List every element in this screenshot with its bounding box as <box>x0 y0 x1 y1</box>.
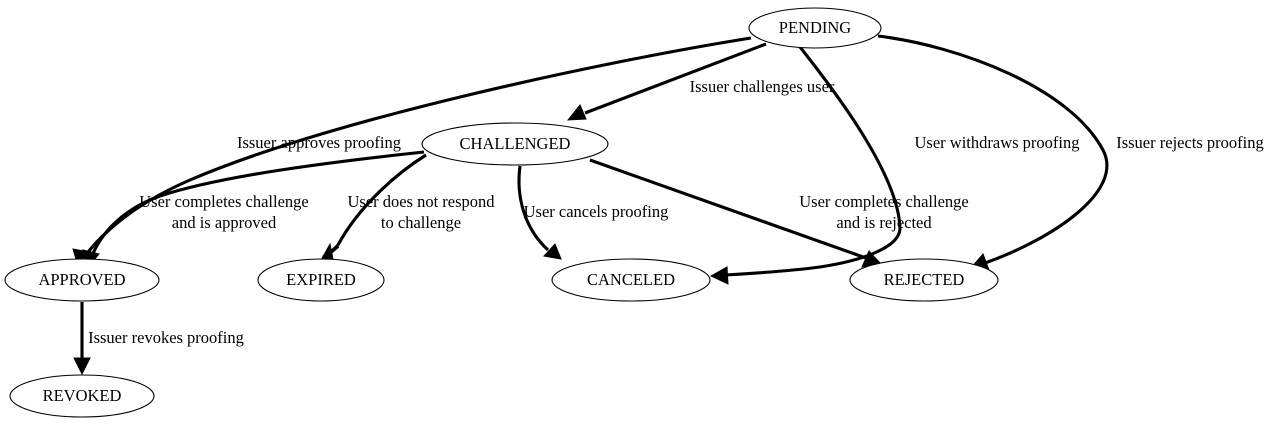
edge-pending-canceled-arrowhead <box>709 266 729 285</box>
edge-pending-challenged <box>566 42 767 121</box>
edge-label-line-2: and is approved <box>172 213 277 232</box>
edge-challenged-approved-path <box>90 150 425 257</box>
edge-challenged-expired <box>319 153 427 263</box>
node-canceled-ellipse[interactable] <box>551 258 711 302</box>
edge-approved-revoked-arrowhead <box>73 357 91 376</box>
node-approved[interactable]: APPROVED <box>4 258 160 302</box>
edge-pending-rejected-path <box>877 34 1109 265</box>
edge-label-user-does-not-respond: User does not respond to challenge <box>347 192 495 232</box>
node-approved-label: APPROVED <box>38 270 125 289</box>
edge-label-line-1: User completes challenge <box>139 192 309 211</box>
node-expired-ellipse[interactable] <box>257 258 385 302</box>
edge-label-line-1: User completes challenge <box>799 192 969 211</box>
node-approved-ellipse[interactable] <box>4 258 160 302</box>
edge-pending-canceled-path <box>724 46 902 277</box>
node-challenged[interactable]: CHALLENGED <box>421 122 609 166</box>
node-pending[interactable]: PENDING <box>748 7 882 49</box>
edge-pending-approved-path <box>83 36 752 257</box>
edge-label-issuer-challenges-user: Issuer challenges user <box>690 77 835 96</box>
edge-pending-challenged-arrowhead <box>566 104 587 121</box>
edge-label-issuer-revokes-proofing: Issuer revokes proofing <box>88 328 244 347</box>
edge-approved-revoked <box>73 302 91 376</box>
edge-challenged-canceled <box>517 165 562 260</box>
edge-pending-challenged-path <box>584 42 767 115</box>
node-revoked[interactable]: REVOKED <box>9 374 155 418</box>
node-revoked-ellipse[interactable] <box>9 374 155 418</box>
node-expired-label: EXPIRED <box>286 270 356 289</box>
edge-challenged-canceled-arrowhead <box>543 243 562 260</box>
node-canceled[interactable]: CANCELED <box>551 258 711 302</box>
node-revoked-label: REVOKED <box>43 386 122 405</box>
edge-pending-rejected <box>877 34 1109 271</box>
edge-challenged-expired-path <box>336 153 427 246</box>
node-challenged-ellipse[interactable] <box>421 122 609 166</box>
node-pending-ellipse[interactable] <box>748 7 882 49</box>
node-rejected-ellipse[interactable] <box>849 258 999 302</box>
edge-label-line-2: and is rejected <box>836 213 932 232</box>
edge-challenged-canceled-path <box>517 165 550 252</box>
edge-label-user-withdraws-proofing: User withdraws proofing <box>915 133 1080 152</box>
node-rejected-label: REJECTED <box>884 270 965 289</box>
edge-label-user-completes-challenge-approved: User completes challenge and is approved <box>139 192 309 232</box>
node-expired[interactable]: EXPIRED <box>257 258 385 302</box>
edge-label-issuer-approves-proofing: Issuer approves proofing <box>237 133 401 152</box>
node-challenged-label: CHALLENGED <box>460 134 571 153</box>
edge-label-user-cancels-proofing: User cancels proofing <box>524 202 669 221</box>
edge-label-line-2: to challenge <box>381 213 461 232</box>
edge-challenged-rejected-path <box>589 158 867 260</box>
edge-label-issuer-rejects-proofing: Issuer rejects proofing <box>1116 133 1264 152</box>
edge-pending-canceled <box>709 46 902 285</box>
node-pending-label: PENDING <box>779 18 851 37</box>
edge-label-user-completes-challenge-rejected: User completes challenge and is rejected <box>799 192 969 232</box>
edge-label-line-1: User does not respond <box>347 192 495 211</box>
node-canceled-label: CANCELED <box>587 270 675 289</box>
node-rejected[interactable]: REJECTED <box>849 258 999 302</box>
